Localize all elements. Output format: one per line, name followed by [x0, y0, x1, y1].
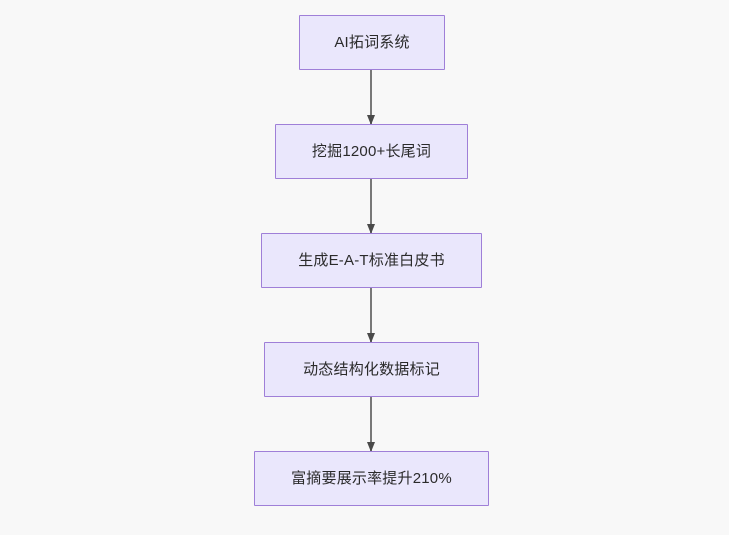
flow-node-mine-longtail-keywords[interactable]: 挖掘1200+长尾词 [275, 124, 468, 179]
flow-node-dynamic-structured-data[interactable]: 动态结构化数据标记 [264, 342, 479, 397]
flow-node-ai-keyword-system[interactable]: AI拓词系统 [299, 15, 445, 70]
flow-node-rich-snippet-uplift[interactable]: 富摘要展示率提升210% [254, 451, 489, 506]
flow-node-label: AI拓词系统 [334, 34, 410, 51]
flow-node-generate-eat-whitepaper[interactable]: 生成E-A-T标准白皮书 [261, 233, 482, 288]
flow-node-label: 挖掘1200+长尾词 [311, 143, 432, 160]
flow-node-label: 动态结构化数据标记 [303, 361, 440, 378]
flow-node-label: 富摘要展示率提升210% [291, 470, 452, 487]
flow-node-label: 生成E-A-T标准白皮书 [298, 252, 445, 269]
